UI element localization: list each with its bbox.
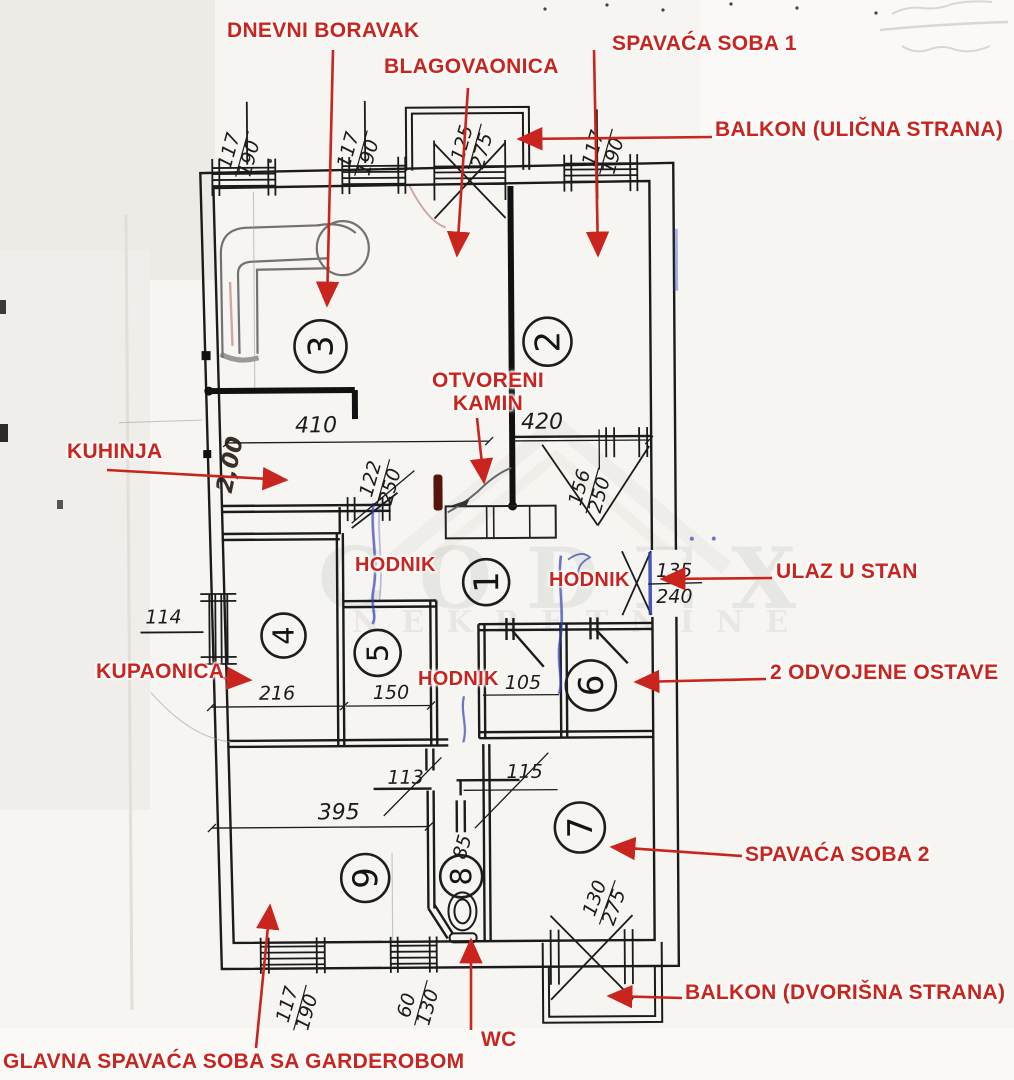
room-number-7: 7 (561, 817, 601, 839)
dimension-lines (206, 429, 654, 833)
label-otvoreni-kamin: OTVORENI KAMIN (431, 369, 545, 415)
dim-hodnik-sirina: 105 (505, 672, 541, 694)
label-blagovaonica: BLAGOVAONICA (384, 55, 559, 78)
top-window-2 (341, 100, 407, 195)
bottom-balcony-door (549, 914, 634, 1001)
bottom-window (259, 937, 326, 974)
leader-ulaz-u-stan (659, 567, 773, 591)
dim-113: 113 (387, 767, 423, 789)
sofa-sketch (219, 185, 447, 363)
room-number-5: 5 (361, 644, 395, 663)
room-number-3: 3 (301, 335, 341, 357)
room-circles (260, 316, 618, 904)
bathroom-window (140, 592, 237, 666)
room-number-6: 6 (572, 674, 612, 696)
label-kuhinja: KUHINJA (67, 440, 163, 463)
dim-115: 115 (506, 761, 542, 783)
leader-spavaca-soba-1 (585, 49, 610, 258)
room-number-4: 4 (266, 626, 300, 645)
label-balkon-dvorisna: BALKON (DVORIŠNA STRANA) (685, 981, 1006, 1004)
construction-lines (119, 191, 394, 941)
label-spavaca-soba-1: SPAVAĆA SOBA 1 (612, 32, 797, 55)
room-number-2: 2 (528, 331, 568, 353)
wc-window (389, 936, 438, 973)
toilet (447, 891, 478, 944)
dim-dnevni-sirina: 410 (295, 413, 337, 438)
hall-window (541, 427, 650, 526)
label-wc: WC (481, 1028, 517, 1051)
leader-spavaca-soba-2 (609, 836, 743, 861)
leader-kuhinja (106, 467, 289, 491)
dim-wc-window-h: 130 (413, 987, 444, 1028)
label-balkon-ulicna: BALKON (ULIČNA STRANA) (715, 118, 1004, 141)
leader-otvoreni-kamin (469, 417, 494, 485)
top-balcony-door (433, 139, 507, 220)
blue-ink-marks (371, 228, 716, 743)
dim-glavna-sirina: 395 (318, 800, 360, 825)
dim-ulaz-h: 240 (656, 586, 692, 608)
label-kupaonica: KUPAONICA (96, 660, 225, 683)
leader-dnevni-boravak (315, 49, 340, 308)
room-number-1: 1 (467, 571, 507, 593)
room-number-9: 9 (346, 867, 386, 889)
label-spavaca-soba-2: SPAVAĆA SOBA 2 (745, 843, 930, 866)
top-window-1 (211, 101, 277, 197)
leader-balkon-dvorisna (606, 984, 683, 1009)
label-hodnik-center: HODNIK (418, 668, 499, 690)
dim-spavaca1-sirina: 420 (521, 410, 563, 435)
room-numbers: 3 2 1 4 5 6 7 8 9 (266, 331, 612, 889)
label-ulaz-u-stan: ULAZ U STAN (776, 560, 918, 583)
interior-walls (221, 434, 654, 942)
leader-balkon-ulicna (516, 127, 713, 151)
kitchen-door (346, 492, 399, 529)
label-glavna-spavaca: GLAVNA SPAVAĆA SOBA SA GARDEROBOM (3, 1050, 465, 1073)
fireplace (433, 467, 557, 540)
windows (140, 100, 650, 1001)
room-number-8: 8 (444, 867, 478, 886)
red-leaders (106, 49, 773, 1049)
pencil-note: 2,00 (212, 434, 249, 495)
dim-soba5-sirina: 150 (373, 682, 409, 704)
dim-kupaonica-window: 114 (145, 606, 181, 628)
pencil-scribble (879, 0, 1009, 53)
label-ostave: 2 ODVOJENE OSTAVE (770, 661, 999, 684)
label-hodnik-west: HODNIK (355, 554, 436, 576)
dim-kupaonica-sirina: 216 (259, 682, 295, 704)
leader-blagovaonica (446, 87, 471, 258)
label-hodnik-east: HODNIK (549, 569, 630, 591)
leader-ostave (633, 669, 767, 694)
label-dnevni-boravak: DNEVNI BORAVAK (227, 19, 420, 42)
leader-kupaonica (222, 666, 253, 690)
thick-walls (201, 185, 518, 511)
leader-glavna-spavaca (254, 903, 280, 1049)
